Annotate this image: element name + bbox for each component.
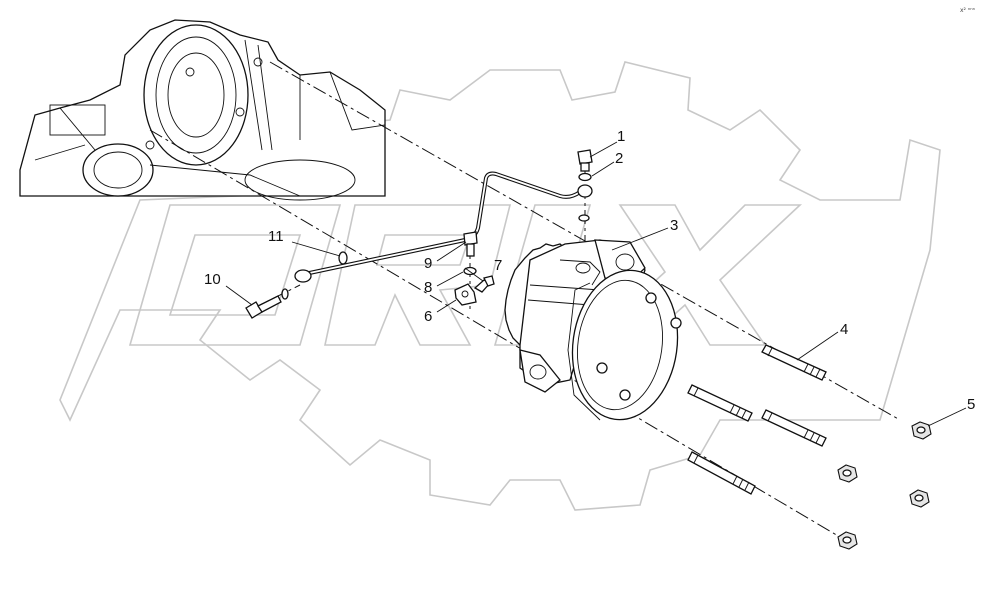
leader-2 [591, 161, 615, 177]
housing-bore-core [167, 52, 225, 138]
part-3-pump-assembly [504, 239, 682, 421]
housing-bolt-hole-2 [235, 107, 245, 117]
part-4-studs [687, 344, 827, 495]
part-11-o-ring [338, 251, 348, 265]
watermark-gear-outline [59, 61, 941, 511]
housing-bore-inner [155, 36, 237, 154]
washer-below-eye [578, 214, 590, 222]
housing-flange-pad [49, 104, 106, 136]
pump-cover-bolt-2 [670, 317, 682, 329]
axis-line-lower [149, 129, 846, 541]
pump-cover-bolt-4 [619, 389, 631, 401]
callout-2: 2 [615, 150, 623, 167]
nut-2 [837, 464, 858, 483]
part-6-clamp [454, 283, 477, 306]
part-7-bolt [473, 275, 495, 293]
watermark-letter-r [324, 204, 512, 346]
oil-pipe-eye-right [577, 184, 593, 198]
oil-pipe-fitting-left [294, 269, 312, 283]
housing-bolt-hole-4 [253, 57, 263, 67]
stud-1 [761, 344, 827, 381]
watermark-letter-o [128, 204, 342, 346]
part-9-bolt [463, 231, 478, 257]
stud-2 [687, 384, 753, 422]
nut-4 [837, 531, 858, 550]
part-1-banjo-bolt [577, 149, 593, 172]
leader-6 [436, 299, 457, 313]
pump-cover-bolt-1 [645, 292, 657, 304]
callout-9: 9 [424, 255, 432, 272]
stud-3 [761, 409, 827, 447]
leader-lines [225, 141, 967, 427]
housing-bore-large [143, 24, 249, 166]
pump-cover-side [567, 282, 601, 421]
pump-lower-lug [519, 349, 561, 393]
leader-11 [291, 241, 341, 257]
callout-1: 1 [617, 128, 625, 145]
pump-body-edge [527, 259, 601, 306]
leader-10 [225, 285, 253, 306]
callout-labels: 1 2 3 4 5 6 7 8 9 10 11 [204, 128, 975, 413]
leader-3 [611, 227, 669, 251]
housing-lower-arc [244, 159, 356, 201]
housing-web [34, 107, 301, 197]
leader-8 [436, 271, 464, 287]
part-5-nuts [837, 421, 932, 550]
pump-cover-rim [576, 279, 664, 411]
corner-mark: x² ⁿⁿⁿ [960, 7, 976, 14]
nut-3 [909, 489, 930, 508]
leader-4 [796, 331, 839, 361]
part-2-washer [578, 172, 592, 182]
leader-1 [589, 141, 618, 158]
callout-8: 8 [424, 279, 432, 296]
callout-3: 3 [670, 217, 678, 234]
washer-left-bolt [281, 288, 289, 300]
leader-5 [927, 407, 967, 427]
housing-bore-left-inner [93, 151, 143, 189]
leader-7 [464, 267, 484, 282]
callout-10: 10 [204, 271, 221, 288]
engine-housing [19, 19, 386, 201]
bolt-1-head [577, 149, 593, 165]
leader-9 [436, 241, 467, 262]
housing-bolt-hole-3 [145, 140, 155, 150]
callout-6: 6 [424, 308, 432, 325]
callout-11: 11 [268, 228, 284, 245]
pump-cover-bolt-3 [596, 362, 608, 374]
callout-7: 7 [494, 257, 502, 274]
callout-4: 4 [840, 321, 848, 338]
housing-bore-left [82, 143, 154, 197]
part-10-bolt [245, 295, 282, 319]
callout-5: 5 [967, 396, 975, 413]
nut-1 [911, 421, 932, 440]
stud-4 [687, 451, 756, 495]
pump-lower-lug-hole [529, 364, 547, 380]
housing-bolt-hole-1 [185, 67, 195, 77]
housing-rib [244, 39, 386, 151]
bolt-1-shank [580, 162, 590, 172]
pump-oil-port [575, 262, 591, 274]
